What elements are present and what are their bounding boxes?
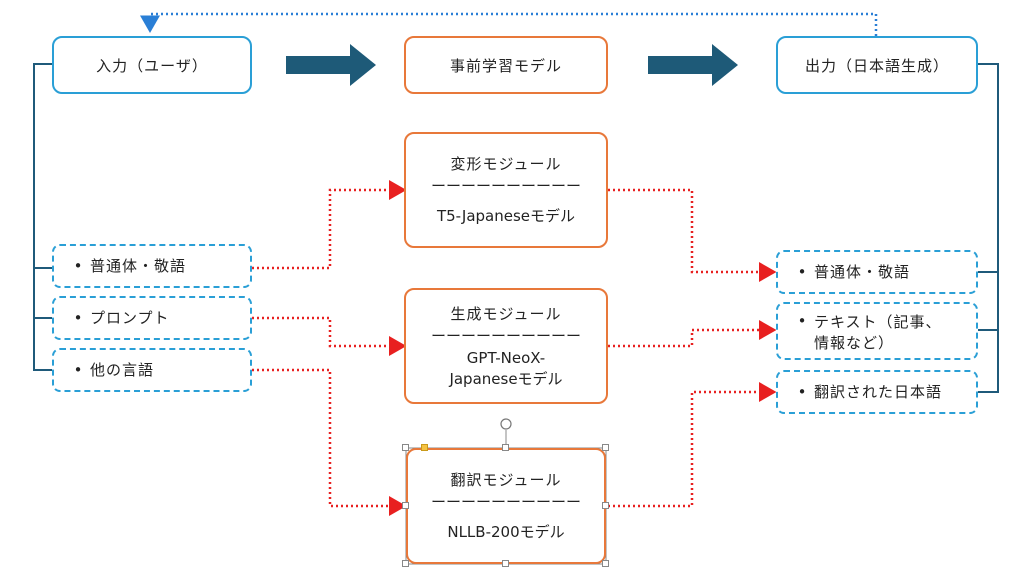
input-box: 入力（ユーザ）	[52, 36, 252, 94]
output-item-text-line2: 情報など）	[814, 334, 895, 352]
module-model-line1: GPT-NeoX-	[466, 348, 546, 367]
module-divider: ーーーーーーーーーー	[430, 177, 581, 195]
bullet: •	[797, 383, 807, 401]
output-item-text: 翻訳された日本語	[814, 382, 943, 401]
input-item: • 普通体・敬語	[52, 244, 252, 288]
resize-handle[interactable]	[502, 444, 509, 451]
output-box: 出力（日本語生成）	[776, 36, 978, 94]
conn-generate-to-output	[608, 320, 777, 348]
module-title: 変形モジュール	[450, 155, 562, 173]
output-item-text-line1: テキスト（記事、	[814, 313, 942, 331]
input-item-text: プロンプト	[90, 308, 170, 327]
bullet: •	[797, 263, 807, 281]
transform-module: 変形モジュール ーーーーーーーーーー T5-Japaneseモデル	[404, 132, 608, 248]
adjust-handle[interactable]	[421, 444, 428, 451]
input-item: • プロンプト	[52, 296, 252, 340]
translate-module[interactable]: 翻訳モジュール ーーーーーーーーーー NLLB-200モデル	[406, 448, 606, 564]
conn-prompt-to-generate	[252, 316, 407, 356]
conn-translate-to-output	[608, 382, 777, 508]
block-arrow-1	[286, 44, 376, 86]
input-item-text: 普通体・敬語	[90, 256, 187, 275]
input-label: 入力（ユーザ）	[96, 56, 208, 75]
left-bracket	[33, 63, 52, 371]
module-title: 翻訳モジュール	[450, 471, 562, 489]
module-model: NLLB-200モデル	[447, 523, 565, 541]
conn-transform-to-output	[608, 188, 777, 282]
module-divider: ーーーーーーーーーー	[430, 493, 581, 511]
rotate-handle-icon	[500, 418, 512, 430]
module-model: T5-Japaneseモデル	[436, 207, 576, 225]
block-arrow-2	[648, 44, 738, 86]
right-bracket	[978, 63, 999, 393]
resize-handle[interactable]	[502, 560, 509, 567]
resize-handle[interactable]	[602, 560, 609, 567]
output-item-text-group: テキスト（記事、 情報など）	[814, 312, 942, 354]
pretrained-model-label: 事前学習モデル	[449, 56, 562, 75]
bullet: •	[73, 361, 83, 379]
feedback-loop-line	[140, 12, 878, 36]
input-item: • 他の言語	[52, 348, 252, 392]
resize-handle[interactable]	[402, 444, 409, 451]
module-model-line2: Japaneseモデル	[449, 369, 563, 388]
output-item: • 普通体・敬語	[776, 250, 978, 294]
resize-handle[interactable]	[402, 502, 409, 509]
pretrained-model-box: 事前学習モデル	[404, 36, 608, 94]
output-item: • テキスト（記事、 情報など）	[776, 302, 978, 360]
conn-honorific-to-transform	[252, 180, 407, 270]
input-item-text: 他の言語	[90, 360, 155, 379]
output-item-text: 普通体・敬語	[814, 262, 911, 281]
output-label: 出力（日本語生成）	[804, 56, 949, 75]
output-item: • 翻訳された日本語	[776, 370, 978, 414]
generate-module: 生成モジュール ーーーーーーーーーー GPT-NeoX- Japaneseモデル	[404, 288, 608, 404]
bullet: •	[73, 309, 83, 327]
resize-handle[interactable]	[602, 502, 609, 509]
bullet: •	[73, 257, 83, 275]
bullet: •	[797, 312, 807, 330]
module-title: 生成モジュール	[450, 304, 562, 323]
conn-lang-to-translate	[252, 368, 407, 516]
resize-handle[interactable]	[602, 444, 609, 451]
resize-handle[interactable]	[402, 560, 409, 567]
module-divider: ーーーーーーーーーー	[430, 326, 581, 345]
